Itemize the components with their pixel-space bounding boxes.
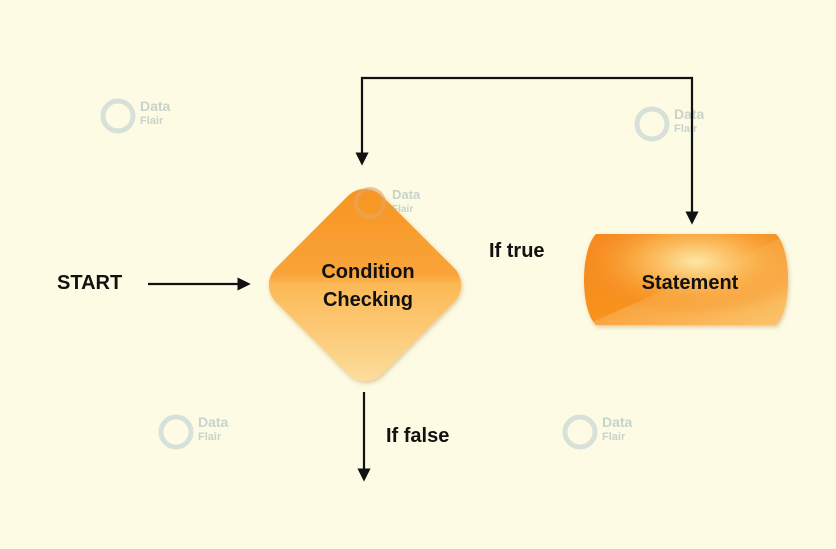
decision-label-line1: Condition — [321, 261, 414, 283]
statement-node — [584, 234, 788, 325]
svg-text:Data: Data — [674, 106, 705, 122]
svg-text:Data: Data — [392, 187, 421, 202]
svg-text:Flair: Flair — [140, 115, 164, 127]
svg-text:Data: Data — [198, 414, 229, 430]
watermark-logo: Data Flair — [562, 414, 633, 450]
decision-label-line2: Checking — [323, 289, 413, 311]
watermark-logo: Data Flair — [100, 98, 171, 134]
false-branch-label: If false — [386, 425, 449, 447]
start-label: START — [57, 272, 122, 294]
svg-text:Flair: Flair — [674, 123, 698, 135]
statement-label: Statement — [642, 272, 739, 294]
true-branch-label: If true — [489, 240, 545, 262]
svg-text:Flair: Flair — [602, 431, 626, 443]
svg-text:Flair: Flair — [198, 431, 222, 443]
decision-node — [268, 188, 462, 382]
watermark-logo: Data Flair — [158, 414, 229, 450]
svg-text:Flair: Flair — [392, 204, 413, 215]
svg-text:Data: Data — [602, 414, 633, 430]
loop-connector — [355, 76, 699, 225]
svg-text:Data: Data — [140, 98, 171, 114]
watermark-logo: Data Flair — [634, 106, 705, 142]
